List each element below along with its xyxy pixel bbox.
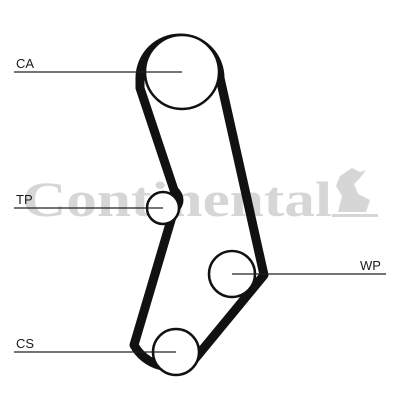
ca-label: CA (16, 56, 34, 71)
wp-label: WP (360, 258, 381, 273)
watermark: Continental (22, 168, 378, 227)
rearing-horse-icon (336, 168, 370, 212)
tp-label: TP (16, 192, 33, 207)
cs-label: CS (16, 336, 34, 351)
watermark-underline (332, 214, 378, 217)
